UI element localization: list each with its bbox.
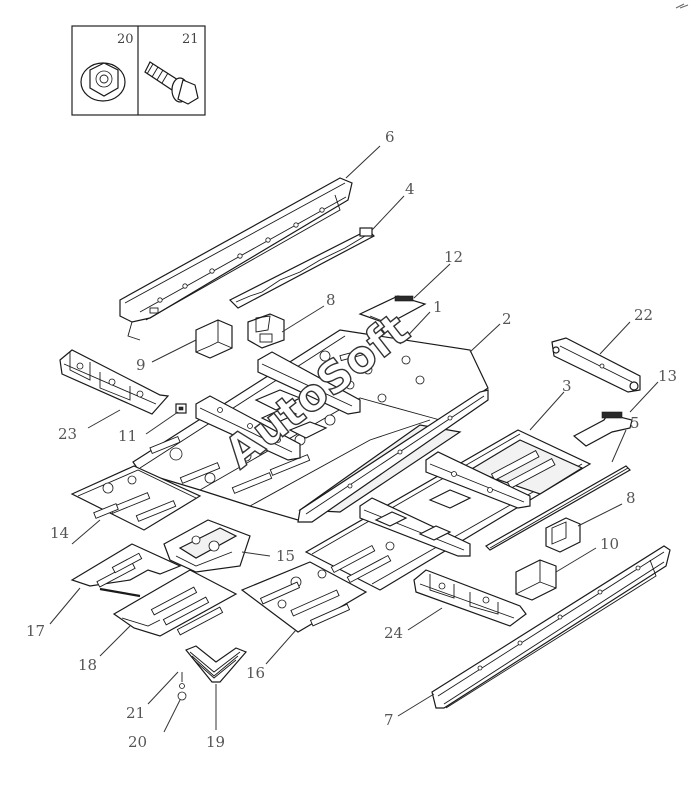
callout-22: 22	[634, 306, 653, 324]
callout-16: 16	[246, 664, 265, 682]
callout-21: 21	[126, 704, 145, 722]
callout-8-lower: 8	[626, 489, 636, 507]
part-24-rear-crossmember	[413, 569, 527, 627]
callout-8-upper: 8	[326, 291, 336, 309]
part-6-upper-rail	[119, 177, 353, 341]
callout-14: 14	[50, 524, 69, 542]
callout-1: 1	[433, 298, 443, 316]
part-2-side-rail	[297, 389, 489, 523]
leader-lines	[49, 145, 659, 733]
part-7-lower-rail	[431, 545, 671, 709]
part-14-floor-pan	[70, 465, 202, 531]
part-18-floor-panel	[112, 569, 238, 637]
callout-15: 15	[276, 547, 295, 565]
callout-23: 23	[58, 425, 77, 443]
callout-6: 6	[385, 128, 395, 146]
part-9-block	[195, 319, 233, 359]
part-8-upper-bracket	[247, 313, 285, 349]
callout-9: 9	[136, 356, 146, 374]
part-22-rear-crossmember	[551, 337, 641, 393]
callout-24: 24	[384, 624, 403, 642]
part-3-rear-floor-panel	[304, 429, 592, 591]
callout-12: 12	[444, 248, 463, 266]
part-15-floor-section	[163, 519, 251, 573]
part-19-v-bracket	[177, 645, 248, 701]
part-13-plate	[572, 411, 633, 447]
callout-18: 18	[78, 656, 97, 674]
part-11-clip	[175, 403, 187, 414]
callout-5: 5	[630, 414, 640, 432]
part-4-reinforcement-strip	[228, 227, 375, 309]
part-12-bracket-plate	[358, 295, 427, 325]
part-5-strip	[485, 465, 631, 551]
corner-mark-icon	[675, 3, 689, 9]
inset-label-21: 21	[182, 32, 199, 47]
part-16-floor-pan	[240, 561, 368, 633]
callout-10: 10	[600, 535, 619, 553]
flange-nut-icon	[80, 62, 126, 102]
inset-label-20: 20	[117, 32, 134, 47]
fastener-inset: 20 21	[71, 25, 206, 116]
callout-13: 13	[658, 367, 677, 385]
part-10-block	[515, 559, 557, 601]
part-8-lower-bracket	[545, 517, 581, 553]
callout-4: 4	[405, 180, 415, 198]
flange-bolt-icon	[144, 61, 199, 105]
part-23-front-crossmember	[59, 349, 170, 415]
callout-17: 17	[26, 622, 45, 640]
callout-3: 3	[562, 377, 572, 395]
callout-labels: 1 2 3 4 5 6 7 8 8 9 10 11 12 13 14 15 16…	[26, 128, 677, 751]
callout-20: 20	[128, 733, 147, 751]
callout-7: 7	[384, 711, 394, 729]
callout-11: 11	[118, 427, 137, 445]
callout-2: 2	[502, 310, 512, 328]
part-17-panel	[70, 543, 182, 598]
callout-19: 19	[206, 733, 225, 751]
